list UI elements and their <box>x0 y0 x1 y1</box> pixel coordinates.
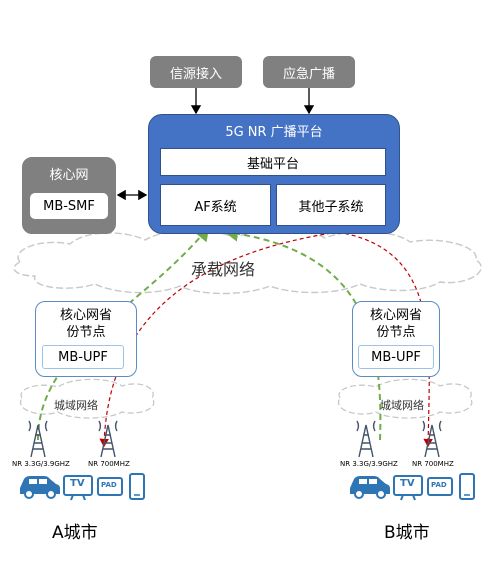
base-platform-label: 基础平台 <box>246 156 299 172</box>
bearer-network-label: 承载网络 <box>191 260 256 279</box>
bearer-network-cloud <box>13 228 482 295</box>
smf-box: MB-SMF <box>30 193 108 219</box>
metro-cloud-b <box>337 378 473 419</box>
tower-icon <box>98 420 118 458</box>
platform-title: 5G NR 广播平台 <box>225 125 323 140</box>
phone-icon <box>129 473 145 500</box>
node-a-title-line2: 份节点 <box>66 325 106 340</box>
phone-icon <box>459 473 475 500</box>
metro-cloud-a <box>19 378 155 419</box>
tower-b-left-label: NR 3.3G/3.9GHZ <box>340 460 398 468</box>
emergency-broadcast-label: 应急广播 <box>282 66 335 82</box>
city-a-label: A城市 <box>52 523 98 543</box>
red-path-a <box>99 231 339 448</box>
upf-a-box: MB-UPF <box>42 345 124 369</box>
tv-icon <box>63 475 93 501</box>
metro-network-a-label: 城域网络 <box>54 399 98 412</box>
tv-a-label: TV <box>70 478 85 489</box>
other-subsystems-label: 其他子系统 <box>298 199 364 215</box>
pad-icon <box>97 477 123 496</box>
tv-icon <box>393 475 423 501</box>
green-path-a <box>37 226 210 441</box>
tower-a-right-label: NR 700MHZ <box>88 460 130 468</box>
upf-a-label: MB-UPF <box>58 349 108 365</box>
core-network-title: 核心网 <box>49 168 89 183</box>
tower-b-right-label: NR 700MHZ <box>412 460 454 468</box>
pad-icon <box>427 477 453 496</box>
car-icon <box>20 476 60 499</box>
base-platform-box: 基础平台 <box>160 148 386 176</box>
car-icon <box>350 476 390 499</box>
upf-b-label: MB-UPF <box>371 349 421 365</box>
pad-b-label: PAD <box>431 481 447 489</box>
tower-a-left-label: NR 3.3G/3.9GHZ <box>12 460 70 468</box>
tv-b-label: TV <box>400 478 415 489</box>
city-b-label: B城市 <box>384 523 430 543</box>
upf-b-box: MB-UPF <box>358 345 434 369</box>
signal-access-box: 信源接入 <box>150 56 242 88</box>
metro-network-b-label: 城域网络 <box>380 399 424 412</box>
tower-icon <box>356 420 376 458</box>
green-path-b <box>224 225 382 441</box>
node-b-title-line1: 核心网省 <box>369 308 422 323</box>
node-b-title-line2: 份节点 <box>376 325 416 340</box>
af-system-label: AF系统 <box>194 199 237 215</box>
pad-a-label: PAD <box>101 481 117 489</box>
node-a-title-line1: 核心网省 <box>59 308 112 323</box>
signal-access-label: 信源接入 <box>169 66 222 82</box>
tower-icon <box>422 420 442 458</box>
tower-icon <box>28 420 48 458</box>
emergency-broadcast-box: 应急广播 <box>263 56 355 88</box>
af-system-box: AF系统 <box>160 184 271 226</box>
smf-label: MB-SMF <box>43 198 95 214</box>
other-subsystems-box: 其他子系统 <box>276 184 386 226</box>
